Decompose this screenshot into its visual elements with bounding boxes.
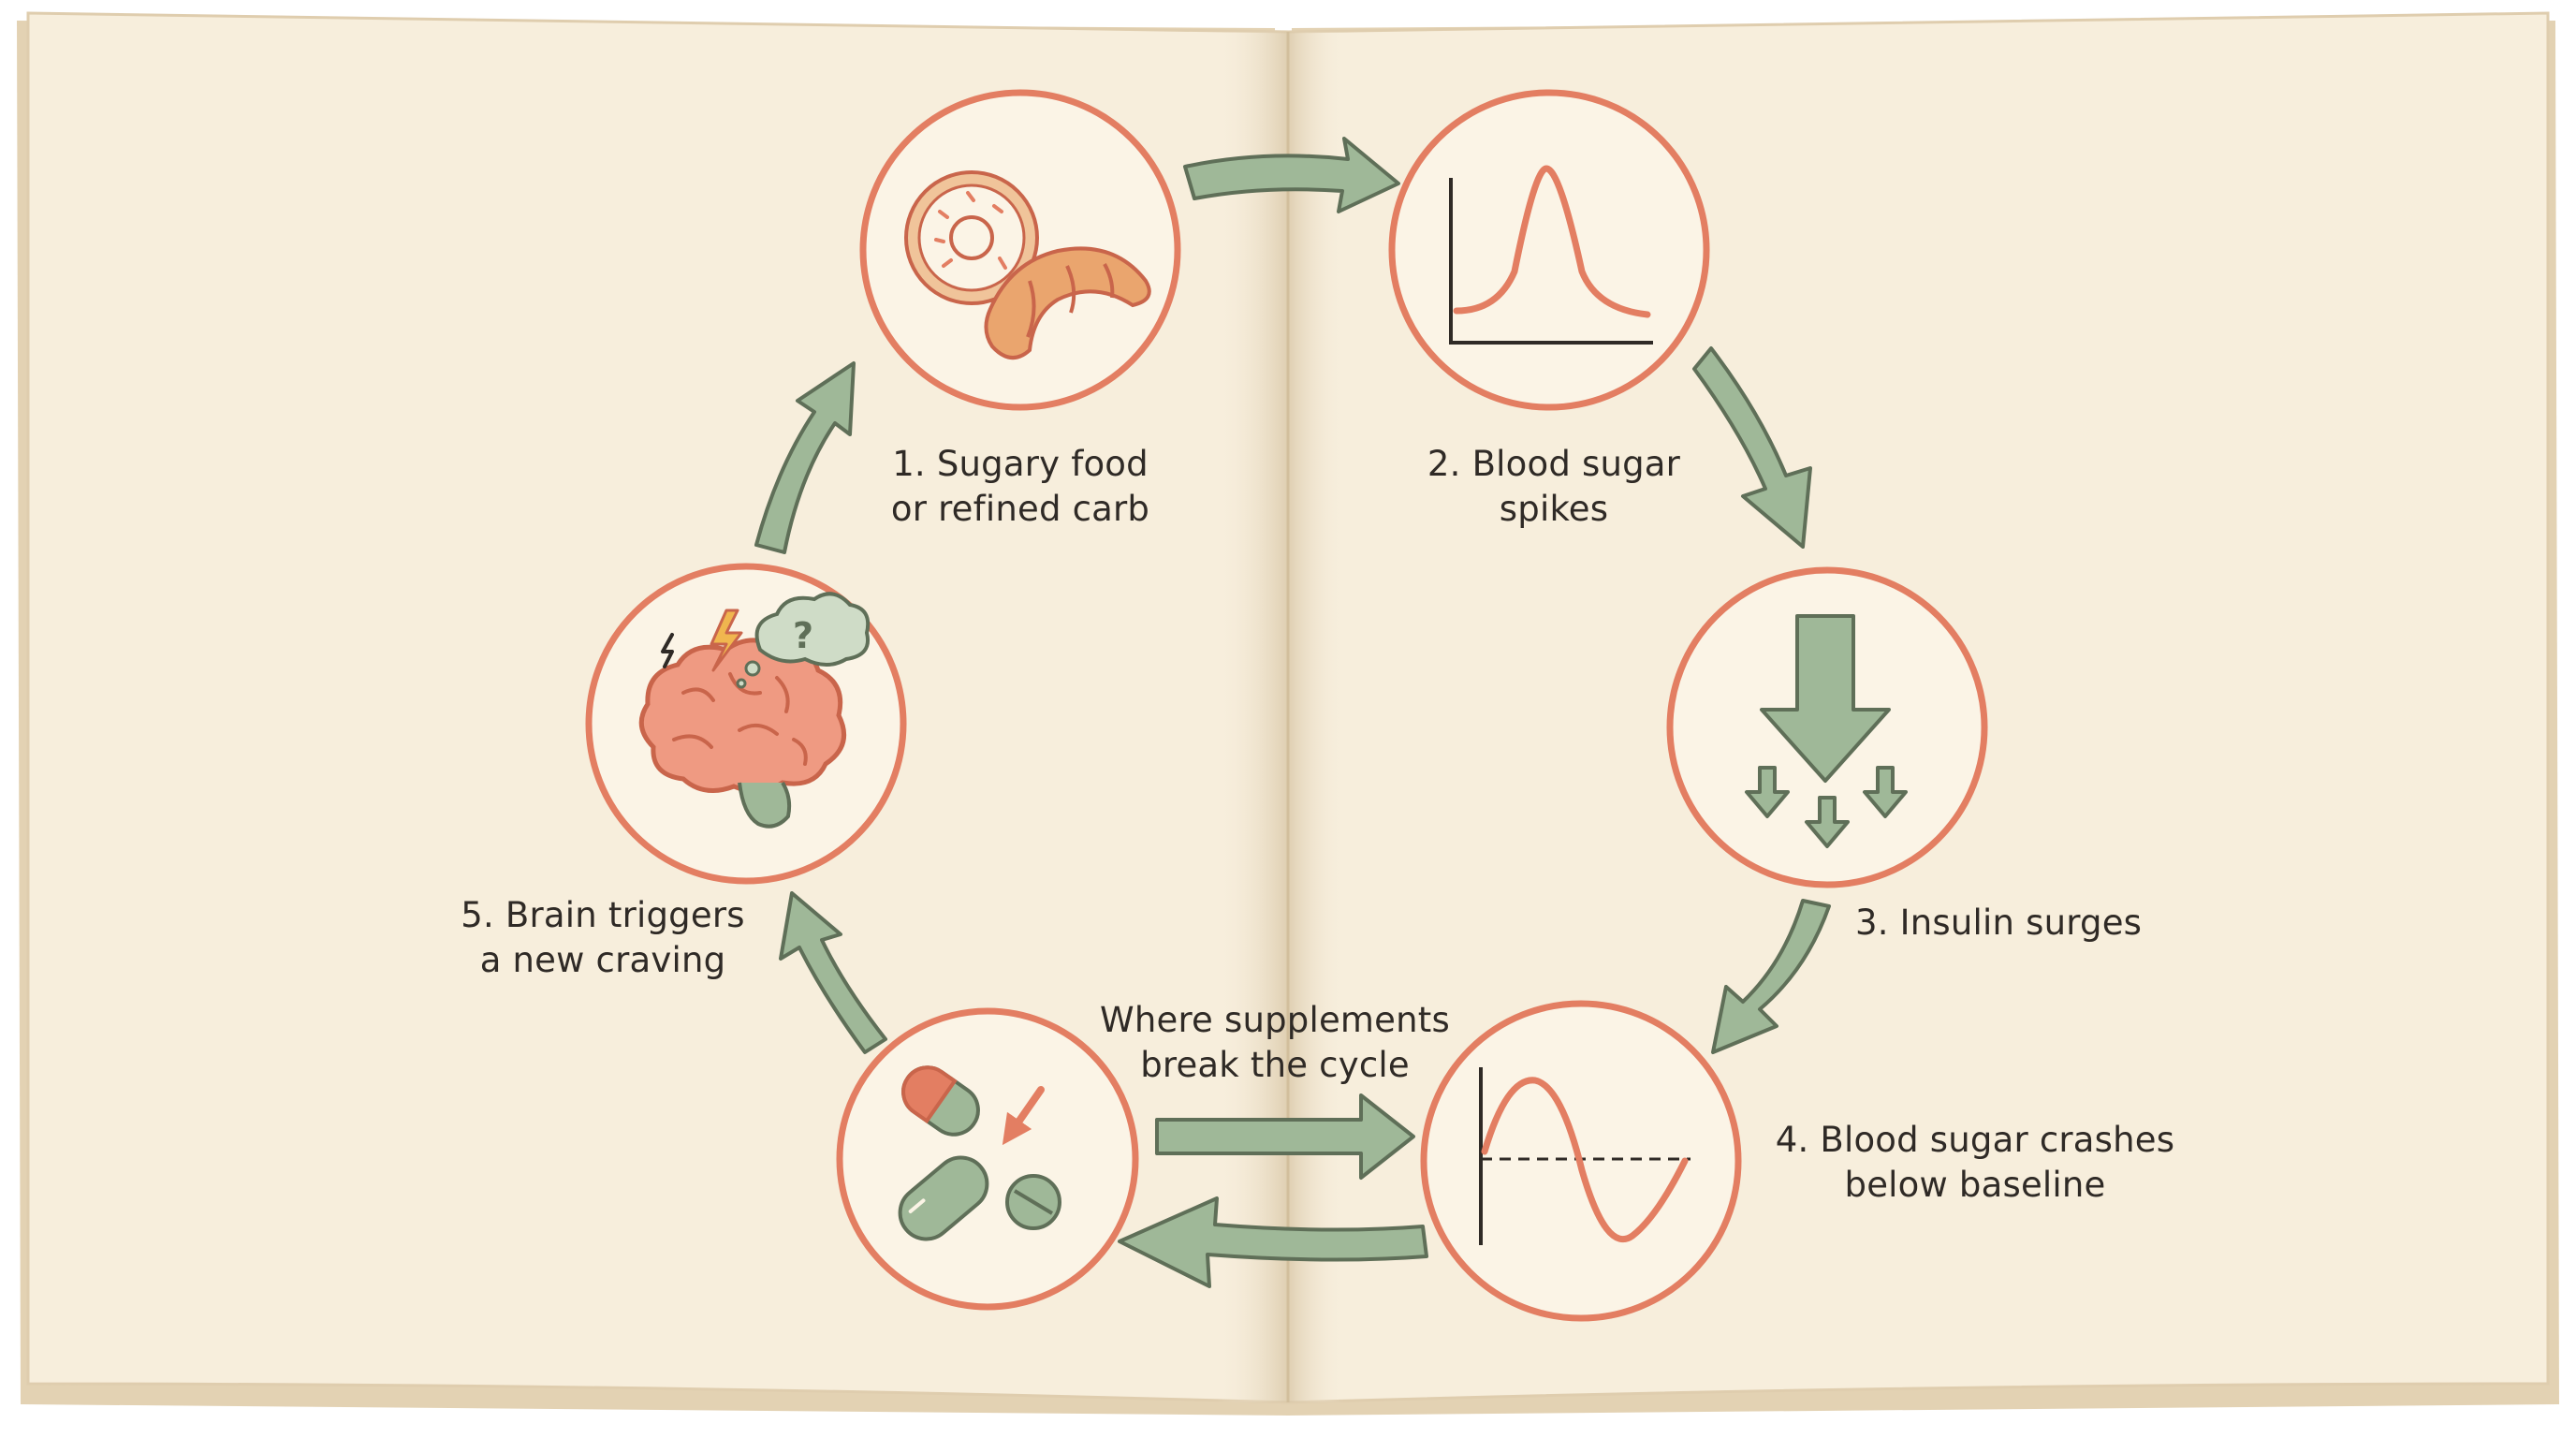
donut-croissant-icon [904,170,1151,360]
step-4-line1: 4. Blood sugar crashes [1775,1120,2175,1160]
arrow-1-to-2 [1183,137,1400,213]
step-2-line2: spikes [1499,489,1609,529]
supplements-label: Where supplements break the cycle [1088,998,1462,1088]
step-2-label: 2. Blood sugar spikes [1404,442,1704,532]
step-5-label: 5. Brain triggers a new craving [453,893,753,983]
step-2-line1: 2. Blood sugar [1427,444,1681,484]
arrow-supplements-to-4 [1155,1093,1415,1180]
circle-step-2 [1388,89,1710,411]
svg-text:?: ? [793,615,813,656]
spike-curve-icon [1449,165,1653,345]
step-5-line2: a new craving [479,940,726,980]
step-3-label: 3. Insulin surges [1855,901,2192,946]
arrow-supplements-to-5 [779,891,887,1054]
supplements-line1: Where supplements [1100,1000,1450,1040]
step-1-line2: or refined carb [890,489,1150,529]
down-arrows-icon [1745,614,1908,848]
gutter-shadow-left [1217,32,1288,1402]
cycle-arrows [754,137,1831,1288]
step-4-line2: below baseline [1844,1165,2106,1205]
crash-curve-icon [1479,1067,1690,1245]
brain-icon: ? [638,592,871,829]
gutter-shadow-right [1288,32,1344,1402]
arrow-3-to-4 [1711,899,1831,1054]
step-3-line1: 3. Insulin surges [1855,902,2143,943]
step-1-line1: 1. Sugary food [892,444,1149,484]
step-1-label: 1. Sugary food or refined carb [871,442,1170,532]
pills-icon [898,1065,1061,1241]
arrow-2-to-3 [1692,346,1812,549]
arrow-4-to-supplements [1118,1196,1428,1288]
supplements-line2: break the cycle [1140,1045,1410,1085]
step-5-line1: 5. Brain triggers [461,895,745,935]
arrow-5-to-1 [754,361,856,554]
step-4-label: 4. Blood sugar crashes below baseline [1741,1118,2209,1208]
